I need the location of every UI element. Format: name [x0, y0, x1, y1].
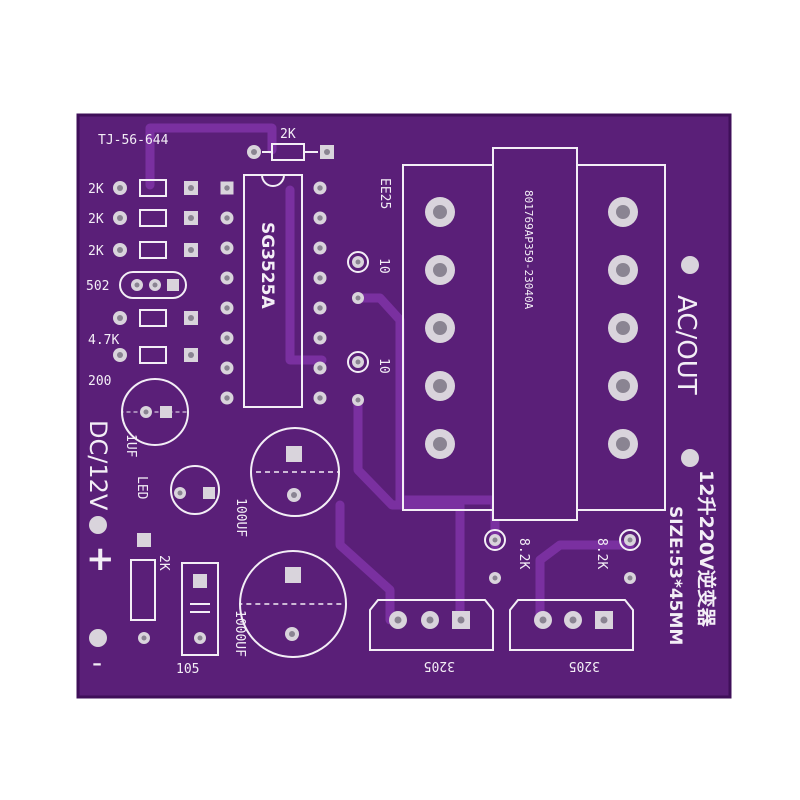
gate-resistor-1-label: 10: [376, 258, 391, 274]
ic-pin-right-5-hole: [317, 305, 323, 311]
transformer-core-label: EE25: [377, 178, 392, 209]
capacitor-1000uf-label: 1000UF: [232, 610, 247, 657]
resistor-top-label: 2K: [280, 127, 296, 142]
capacitor-100uf: [250, 427, 340, 517]
transformer-pin-hole: [616, 379, 630, 393]
resistor-r4-label: 4.7K: [88, 333, 119, 348]
ic-pin-right-4-hole: [317, 275, 323, 281]
ic-pin-right-6-hole: [317, 335, 323, 341]
transformer-ee25: [402, 147, 666, 521]
capacitor-1uf-label: 1UF: [123, 434, 138, 458]
mosfet-1-label: 3205: [424, 658, 455, 673]
ic-pin-right-1-hole: [317, 185, 323, 191]
copper-traces: [145, 123, 635, 625]
board-id-label: TJ-56-644: [98, 133, 169, 148]
mosfet-2: [509, 599, 634, 651]
transformer-pin-hole: [433, 205, 447, 219]
mosfet-2-label: 3205: [569, 658, 600, 673]
ic-pin-left-7-hole: [224, 365, 230, 371]
resistor-r5-label: 200: [88, 374, 111, 389]
resistor-r2-label: 2K: [88, 212, 104, 227]
gate-resistor-2-label: 10: [376, 358, 391, 374]
dc-plus-label: +: [86, 539, 115, 579]
resistor-r1-label: 2K: [88, 182, 104, 197]
dc-input-pads: [89, 516, 107, 647]
ic-label: SG3525A: [257, 222, 277, 310]
transformer-pin-hole: [616, 205, 630, 219]
transformer-part-label: 801769AP359-23040A: [522, 190, 535, 310]
ic-pin-left-6-hole: [224, 335, 230, 341]
resistor-r3-label: 2K: [88, 244, 104, 259]
resistor-r2: [113, 209, 198, 227]
ic-pin-right-8-hole: [317, 395, 323, 401]
led-label: LED: [134, 476, 149, 500]
ic-pin-left-4-hole: [224, 275, 230, 281]
ic-pin-left-1-hole: [224, 185, 230, 191]
potentiometer-label: 502: [86, 279, 109, 294]
resistor-r5: [113, 346, 198, 364]
ic-pin-right-7-hole: [317, 365, 323, 371]
transformer-pin-hole: [433, 263, 447, 277]
mosfet-1: [369, 599, 494, 651]
potentiometer-502: [119, 271, 187, 299]
resistor-82k-2: [619, 529, 641, 584]
resistor-r1: [113, 179, 198, 197]
ic-pin-right-3-hole: [317, 245, 323, 251]
ic-pin-right-2-hole: [317, 215, 323, 221]
ac-out-label: AC/OUT: [671, 295, 701, 395]
resistor-r4: [113, 309, 198, 327]
transformer-pin-hole: [433, 321, 447, 335]
ic-pin-left-8-hole: [224, 395, 230, 401]
resistor-led: [130, 533, 156, 644]
ac-out-pads: [681, 256, 699, 467]
capacitor-100uf-label: 100UF: [233, 498, 248, 537]
gate-resistor-1: [347, 251, 369, 304]
ic-pin-left-3-hole: [224, 245, 230, 251]
transformer-pin-hole: [433, 437, 447, 451]
transformer-pin-hole: [616, 437, 630, 451]
transformer-pin-hole: [433, 379, 447, 393]
ic-pin-left-2-hole: [224, 215, 230, 221]
resistor-82k-1: [484, 529, 506, 584]
ic-sg3525a: [220, 174, 327, 408]
resistor-led-label: 2K: [156, 555, 171, 571]
resistor-top: [247, 143, 334, 161]
dc-input-label: DC/12V: [84, 420, 112, 511]
capacitor-105-label: 105: [176, 662, 199, 677]
resistor-82k-2-label: 8.2K: [594, 538, 609, 569]
board-size-label: SIZE:53*45MM: [665, 506, 685, 645]
dc-minus-label: -: [92, 646, 102, 679]
gate-resistor-2: [347, 351, 369, 406]
capacitor-105: [181, 562, 219, 656]
ic-pin-left-5-hole: [224, 305, 230, 311]
transformer-pin-hole: [616, 263, 630, 277]
transformer-pin-hole: [616, 321, 630, 335]
resistor-r3: [113, 241, 198, 259]
capacitor-1000uf: [239, 550, 347, 658]
resistor-82k-1-label: 8.2K: [516, 538, 531, 569]
led: [170, 465, 220, 515]
capacitor-1uf: [121, 378, 189, 446]
board-title-label: 12升220V逆变器: [695, 470, 718, 628]
